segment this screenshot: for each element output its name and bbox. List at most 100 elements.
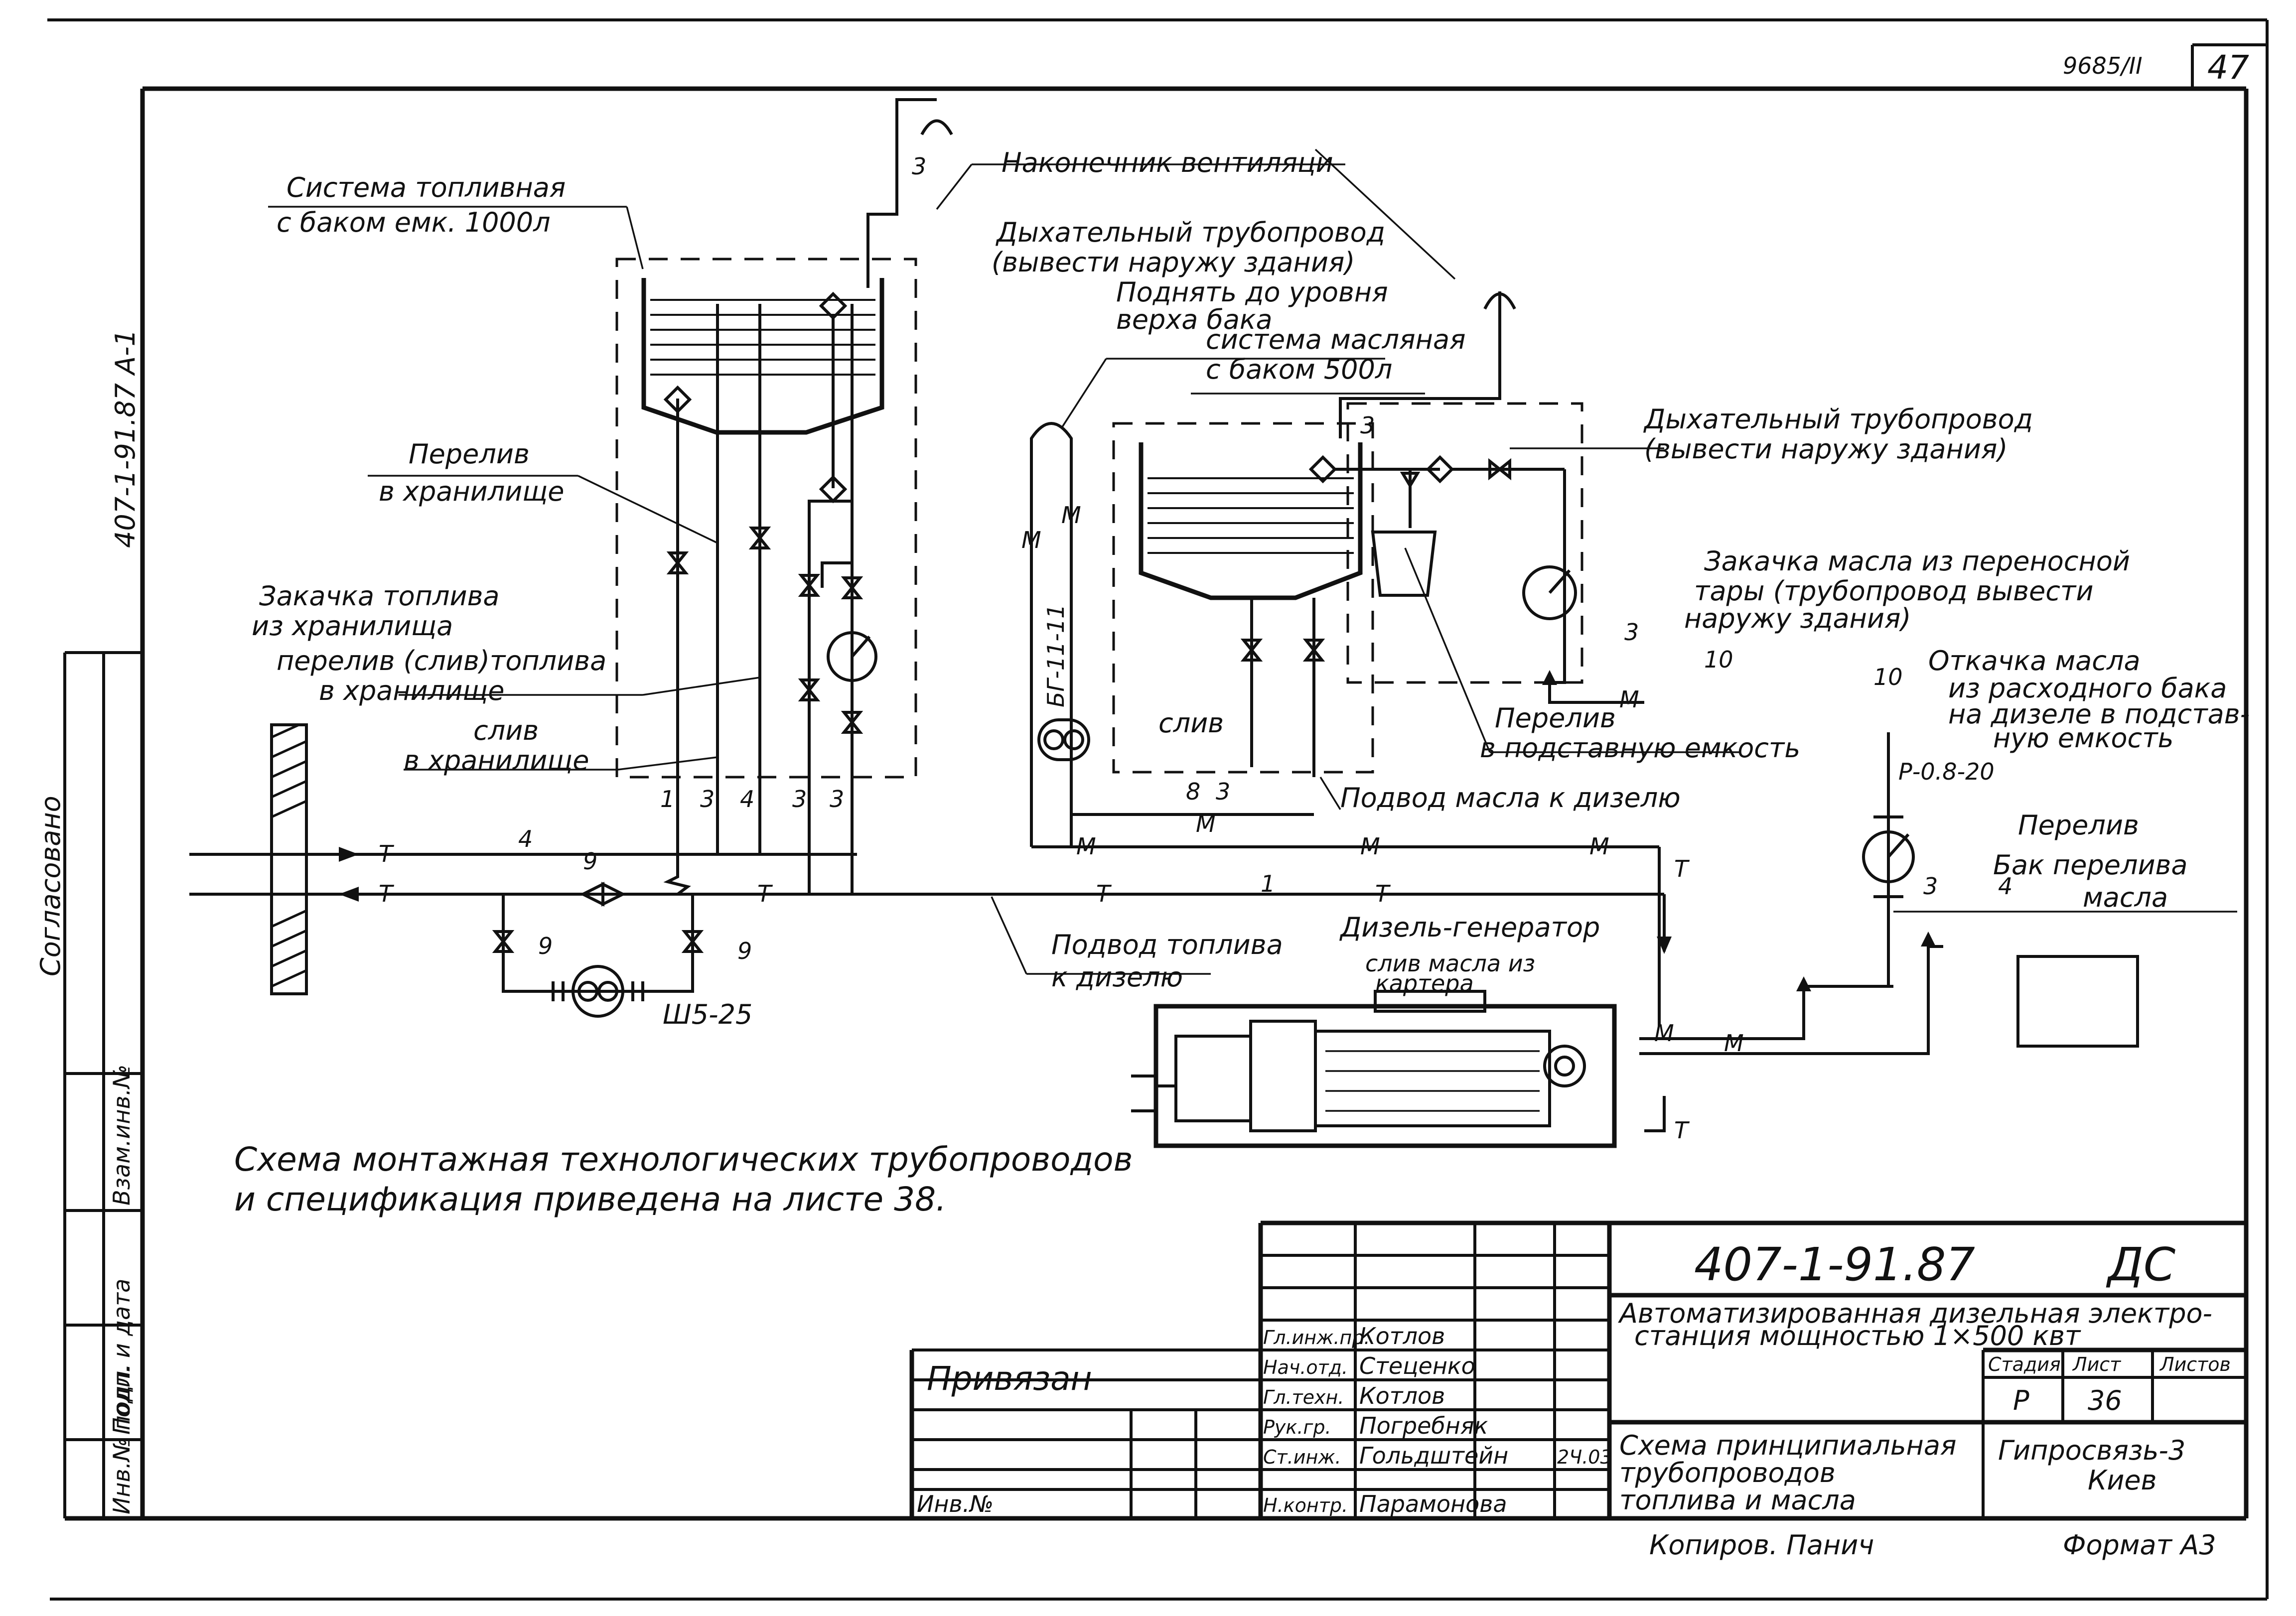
- svg-text:Парамонова: Парамонова: [1359, 1490, 1507, 1517]
- label-oil-pumping-1: Закачка масла из переносной: [1704, 545, 2130, 577]
- svg-text:3: 3: [830, 786, 844, 812]
- vent-tip-1: [920, 119, 953, 135]
- svg-text:3: 3: [700, 786, 715, 812]
- svg-text:Нач.отд.: Нач.отд.: [1263, 1356, 1348, 1378]
- svg-text:М: М: [1196, 810, 1216, 837]
- label-breath-2a: Дыхательный трубопровод: [1643, 404, 2033, 435]
- label-oil-system-2: с баком 500л: [1206, 354, 1392, 385]
- format-label: Формат А3: [2063, 1529, 2216, 1561]
- svg-text:М: М: [1654, 1020, 1674, 1047]
- svg-text:Н.контр.: Н.контр.: [1263, 1494, 1348, 1516]
- fuel-valves: [666, 527, 863, 734]
- svg-text:Т: Т: [757, 880, 773, 907]
- label-vent-tip: Наконечник вентиляци: [1002, 147, 1333, 178]
- svg-text:Т: Т: [379, 880, 395, 907]
- svg-text:4: 4: [518, 825, 533, 852]
- vent-tip-2: [1483, 292, 1516, 310]
- svg-text:М: М: [1076, 833, 1096, 860]
- svg-text:Ст.инж.: Ст.инж.: [1263, 1446, 1341, 1468]
- oil-system-boundary: [1112, 422, 1374, 774]
- svg-text:Т: Т: [1096, 880, 1112, 907]
- org-name-1: Гипросвязь-3: [1998, 1435, 2185, 1466]
- label-crank-drain-2: картера: [1375, 970, 1474, 997]
- label-overflow: Перелив: [2018, 809, 2139, 841]
- svg-text:Т: Т: [1674, 855, 1690, 882]
- title-mark: ДС: [2106, 1238, 2175, 1291]
- svg-text:Гл.техн.: Гл.техн.: [1263, 1386, 1344, 1408]
- oil-level-column: [1030, 422, 1073, 847]
- svg-text:Котлов: Котлов: [1359, 1323, 1445, 1349]
- svg-text:4: 4: [740, 786, 754, 812]
- sheet-value: 36: [2088, 1385, 2122, 1416]
- svg-text:Гольдштейн: Гольдштейн: [1359, 1442, 1508, 1469]
- line-code-marks: Т Т Т Т Т Т Т М М М М М М М М М 4 1 3 4 …: [379, 153, 2012, 1144]
- title-block-grid: [909, 1220, 2246, 1518]
- inv-no-label: Инв.№: [917, 1490, 994, 1517]
- sheets-header: Листов: [2159, 1353, 2231, 1375]
- tied-label: Привязан: [927, 1359, 1092, 1398]
- side-code: 407-1-91.87 А-1: [110, 329, 141, 548]
- label-fuel-system-2: с баком емк. 1000л: [277, 207, 551, 238]
- label-oil-pumping-2: тары (трубопровод вывести: [1694, 575, 2093, 607]
- label-drain-storage-2: в хранилище: [404, 745, 589, 776]
- label-fuel-supply-2: к дизелю: [1051, 961, 1183, 993]
- label-overflow-drain-2: в хранилище: [319, 675, 504, 706]
- svg-text:1: 1: [1261, 870, 1275, 897]
- svg-text:10: 10: [1704, 646, 1733, 673]
- svg-text:М: М: [1360, 833, 1380, 860]
- drawing-title-2: трубопроводов: [1619, 1457, 1836, 1488]
- label-pump-fuel: Ш5-25: [663, 999, 752, 1030]
- building-wall: [270, 723, 308, 995]
- svg-text:3: 3: [1923, 873, 1938, 900]
- label-breath-1a: Дыхательный трубопровод: [996, 217, 1385, 248]
- label-drain: слив: [1158, 707, 1224, 739]
- label-pumping-fuel-1: Закачка топлива: [259, 580, 500, 612]
- svg-text:3: 3: [1624, 619, 1639, 646]
- label-fuel-system-1: Система топливная: [287, 172, 566, 203]
- stamp-replace-inv: Взам.инв.№: [108, 1065, 135, 1206]
- oil-overflow-tank: [2016, 955, 2139, 1048]
- svg-text:Т: Т: [1674, 1117, 1690, 1144]
- svg-text:9: 9: [583, 848, 597, 875]
- stage-value: Р: [2013, 1385, 2029, 1416]
- fuel-breather-pipe: [866, 98, 937, 288]
- svg-text:3: 3: [792, 786, 807, 812]
- label-breath-2b: (вывести наружу здания): [1644, 433, 2008, 465]
- label-raise-level-2: верха бака: [1116, 304, 1273, 335]
- sheet-frame: [47, 18, 2269, 1601]
- oil-tank-piping: [1240, 455, 1644, 777]
- sheet-number: 47: [2207, 48, 2249, 87]
- label-oil-overflow-tank-2: масла: [2083, 882, 2168, 913]
- oil-mains: [1031, 813, 1943, 1132]
- stamp-sign-date: Подп. и дата: [108, 1279, 135, 1435]
- copied-by: Копиров. Панич: [1649, 1529, 1874, 1561]
- oil-breather-pipe: [1339, 291, 1501, 438]
- signature-rows: Гл.инж.пр. Котлов Нач.отд. Стеценко Гл.т…: [1263, 1323, 1612, 1517]
- fuel-system-boundary: [615, 258, 917, 779]
- svg-text:Котлов: Котлов: [1359, 1382, 1445, 1409]
- fuel-mains: [189, 847, 1664, 993]
- label-oil-pumping-3: наружу здания): [1684, 603, 1911, 634]
- svg-text:Т: Т: [379, 840, 395, 867]
- drawing-title-3: топлива и масла: [1619, 1484, 1856, 1516]
- svg-text:10: 10: [1873, 664, 1903, 690]
- stamp-inv: Инв.№ подл.: [108, 1363, 135, 1514]
- svg-text:9: 9: [737, 938, 752, 964]
- leader-lines: [268, 148, 2237, 975]
- svg-text:8: 8: [1186, 778, 1200, 805]
- label-diesel-gen: Дизель-генератор: [1339, 912, 1600, 943]
- label-oil-system-1: система масляная: [1206, 324, 1466, 355]
- label-overflow-storage-1: Перелив: [409, 438, 530, 470]
- svg-text:М: М: [1619, 686, 1639, 713]
- label-oil-pumpout-1: Откачка масла: [1928, 645, 2141, 676]
- svg-text:9: 9: [538, 933, 553, 959]
- label-oil-pumpout-2: из расходного бака: [1948, 673, 2227, 704]
- stage-header: Стадия: [1988, 1353, 2061, 1375]
- label-drain-storage-1: слив: [473, 715, 539, 746]
- title-code: 407-1-91.87: [1694, 1238, 1975, 1291]
- fuel-tank-piping: [663, 291, 877, 854]
- label-oil-supply: Подвод масла к дизелю: [1340, 782, 1681, 813]
- label-crank-drain-1: слив масла из: [1365, 950, 1535, 977]
- sheet-header: Лист: [2072, 1353, 2122, 1375]
- svg-text:2Ч.03: 2Ч.03: [1557, 1446, 1612, 1468]
